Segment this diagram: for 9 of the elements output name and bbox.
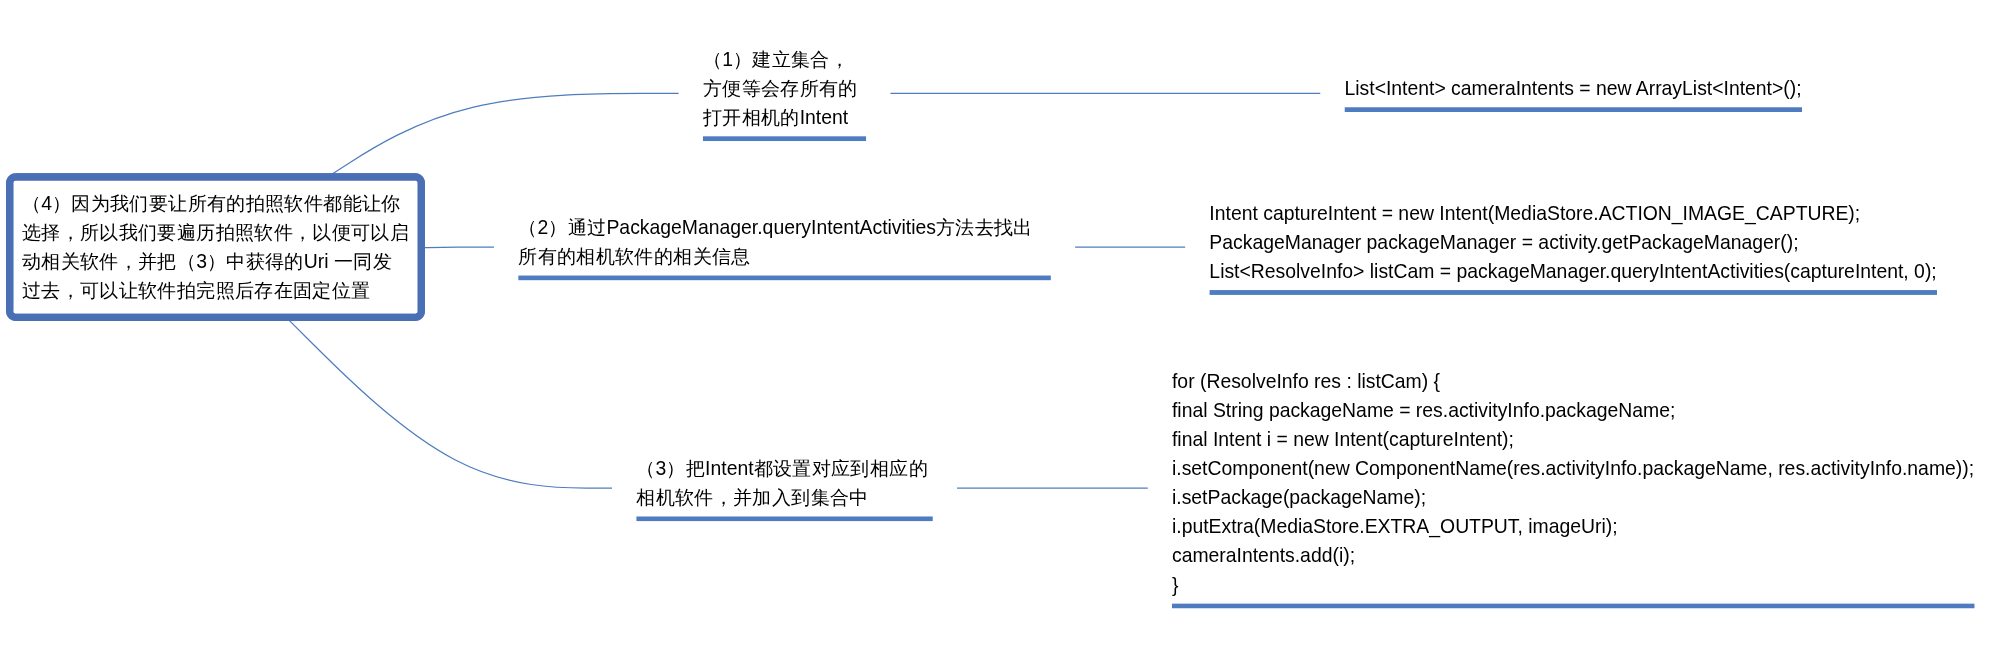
connector — [1074, 246, 1186, 248]
node-text: List<Intent> cameraIntents = new ArrayList<Intent>(); — [1344, 78, 1802, 99]
connector — [956, 487, 1149, 489]
node-text: （3）把Intent都设置对应到相应的相机软件，并加入到集合中 — [636, 458, 928, 508]
node-text: for (ResolveInfo res : listCam) { final String packageName = res.activityInfo.packageName; final Intent i = new Intent(captureIntent); i.setComponent(new ComponentName(res.activityInfo.packageName, res.activityInfo.name)); i.setPackage(packageName); i.putExtra(MediaStore.EXTRA_OUTPUT, imageUri); cameraIntents.add(i); } — [1171, 371, 1975, 596]
connector — [889, 92, 1321, 94]
node-text: （2）通过PackageManager.queryIntentActivities方法去找出所有的相机软件的相关信息 — [518, 217, 1033, 268]
node-text: （1）建立集合，方便等会存所有的打开相机的Intent — [702, 49, 858, 128]
node-text: Intent captureIntent = new Intent(MediaStore.ACTION_IMAGE_CAPTURE); PackageManager packageManager = activity.getPackageManager(); List<ResolveInfo> listCam = packageManager.queryIntentActivities(captureIntent, 0); — [1209, 202, 1937, 282]
